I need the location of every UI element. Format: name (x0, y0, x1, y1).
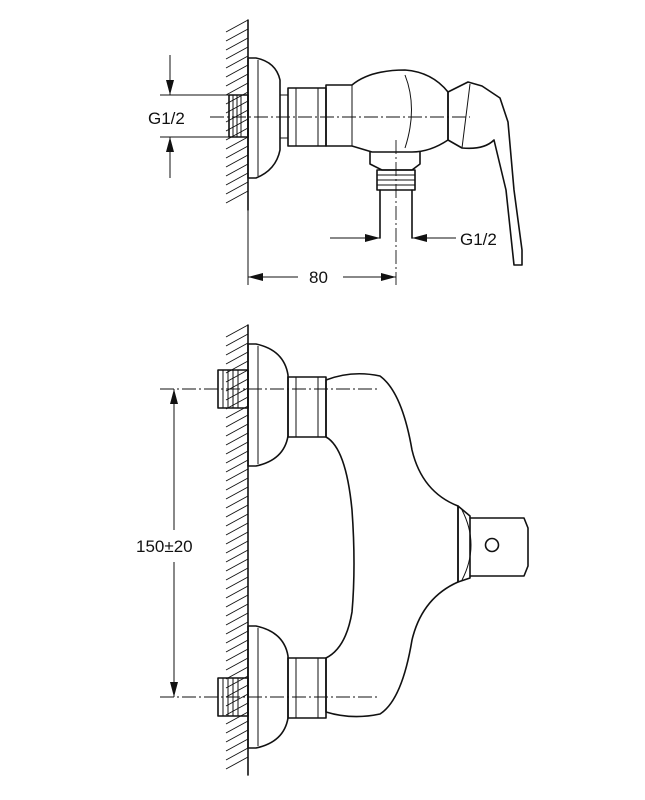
dim-side-outlet (330, 234, 456, 242)
wall-hatch-line (225, 666, 249, 680)
wall-hatch-line (225, 333, 249, 347)
wall-hatch-line (225, 639, 249, 653)
wall-hatch-line (225, 540, 249, 554)
wall-hatch-line (225, 738, 249, 752)
wall-hatch-line (225, 504, 249, 518)
dim-side-inlet (160, 55, 229, 178)
side-body (325, 69, 449, 153)
side-lever (447, 81, 523, 266)
wall-hatch-line (225, 46, 249, 60)
wall-hatch-line (225, 441, 249, 455)
wall-hatch-line (225, 747, 249, 761)
side-projection-label: 80 (309, 268, 328, 287)
wall-hatch-line (225, 621, 249, 635)
wall-hatch-line (225, 55, 249, 69)
wall-hatch-line (225, 154, 249, 168)
side-inlet-thread-label: G1/2 (148, 109, 185, 128)
wall-hatch-line (225, 64, 249, 78)
wall-hatch-line (225, 351, 249, 365)
wall-hatch-line (225, 513, 249, 527)
wall-hatch-line (225, 468, 249, 482)
wall-hatch-line (225, 423, 249, 437)
wall-hatch-line (225, 576, 249, 590)
wall-hatch-line (225, 387, 249, 401)
wall-hatch-line (225, 432, 249, 446)
wall-hatch-line (225, 495, 249, 509)
wall-hatch-line (225, 28, 249, 42)
wall-hatch-line (225, 163, 249, 177)
wall-hatch-line (225, 172, 249, 186)
dim-side-projection (247, 210, 396, 285)
wall-hatch-line (225, 630, 249, 644)
wall-hatch-line (225, 693, 249, 707)
side-outlet (369, 151, 421, 239)
wall-hatch-line (225, 324, 249, 338)
wall-hatch-line (225, 369, 249, 383)
wall-hatch-line (225, 711, 249, 725)
wall-hatch-line (225, 360, 249, 374)
wall-hatch-line (225, 657, 249, 671)
wall-hatch-line (225, 522, 249, 536)
side-escutcheon (247, 57, 281, 179)
wall-hatch-line (225, 396, 249, 410)
side-view: G1/2 G1/2 80 (148, 19, 523, 287)
wall-hatch-line (225, 756, 249, 770)
wall-hatch-line (225, 486, 249, 500)
wall-hatch-line (225, 549, 249, 563)
wall-hatch-line (225, 82, 249, 96)
wall-hatch-line (225, 342, 249, 356)
wall-hatch-line (225, 450, 249, 464)
wall-hatch-line (225, 567, 249, 581)
wall-hatch-line (225, 19, 249, 33)
wall-hatch-line (225, 729, 249, 743)
side-outlet-thread-label: G1/2 (460, 230, 497, 249)
front-wall (225, 324, 249, 776)
wall-hatch-line (225, 558, 249, 572)
wall-hatch-line (225, 136, 249, 150)
front-body (325, 372, 459, 718)
wall-hatch-line (225, 73, 249, 87)
front-lever (457, 505, 529, 583)
wall-hatch-line (225, 531, 249, 545)
front-center-distance-label: 150±20 (136, 537, 193, 556)
wall-hatch-line (225, 603, 249, 617)
front-lower-inlet (217, 625, 327, 749)
wall-hatch-line (225, 477, 249, 491)
wall-hatch-line (225, 594, 249, 608)
wall-hatch-line (225, 37, 249, 51)
wall-hatch-line (225, 702, 249, 716)
wall-hatch-line (225, 414, 249, 428)
wall-hatch-line (225, 145, 249, 159)
front-view: 150±20 (136, 324, 529, 776)
wall-hatch-line (225, 684, 249, 698)
wall-hatch-line (225, 459, 249, 473)
wall-hatch-line (225, 181, 249, 195)
wall-hatch-line (225, 190, 249, 204)
wall-hatch-line (225, 585, 249, 599)
wall-hatch-line (225, 648, 249, 662)
dim-front-center-distance (170, 389, 178, 697)
wall-hatch-line (225, 720, 249, 734)
wall-hatch-line (225, 612, 249, 626)
